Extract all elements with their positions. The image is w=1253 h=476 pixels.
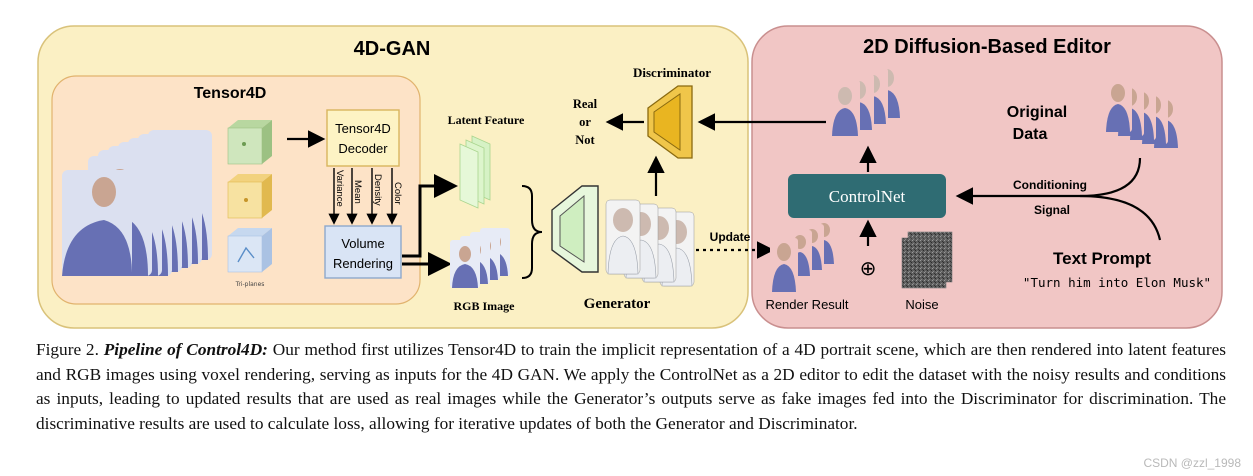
triplane-cube-green [227,120,272,165]
volume-label-line2: Rendering [333,256,393,271]
conditioning-label: Conditioning [1013,178,1087,192]
discriminator-block [647,85,693,159]
discriminator-label: Discriminator [633,65,711,80]
conditioning-curve-bottom [1079,194,1162,241]
noise-image [901,231,953,289]
volume-label-line1: Volume [341,236,384,251]
attr-density-label: Density [372,174,383,206]
volume-rendering-box [324,225,402,279]
text-prompt-value: "Turn him into Elon Musk" [1023,275,1211,290]
figure-caption: Figure 2. Pipeline of Control4D: Our met… [36,338,1226,437]
real-or-not-line1: Real [573,97,598,111]
arrow-to-latent-feature [402,174,458,258]
caption-prefix: Figure 2. [36,340,99,359]
oplus-symbol: ⊕ [860,256,877,280]
controlnet-box [788,174,946,218]
input-frames-stack [62,130,212,276]
decoder-label-line1: Tensor4D [335,121,391,136]
tensor4d-title: Tensor4D [194,85,267,102]
generator-block [551,185,599,273]
attr-variance-label: Variance [334,170,345,207]
real-or-not-line3: Not [575,133,595,147]
update-label: Update [710,230,751,244]
caption-title: Pipeline of Control4D: [103,340,268,359]
edited-output-frames [830,62,902,136]
merge-brace [521,185,543,279]
render-result-frames [770,218,836,292]
noise-label: Noise [905,297,938,312]
triplane-cube-yellow [227,174,272,219]
original-data-line1: Original [1007,104,1067,121]
watermark: CSDN @zzl_1998 [1143,456,1241,470]
signal-label: Signal [1034,203,1070,217]
latent-feature-label: Latent Feature [448,113,525,127]
editor-panel-title: 2D Diffusion-Based Editor [863,36,1111,58]
generator-label: Generator [584,296,651,312]
caption-body: Our method first utilizes Tensor4D to tr… [36,340,1227,434]
tensor4d-decoder-box [326,109,400,167]
rgb-image-stack [450,228,510,288]
gan-panel-title: 4D-GAN [354,38,431,60]
attr-color-label: Color [392,182,403,205]
triplane-cube-blue [227,228,272,273]
controlnet-label: ControlNet [829,187,906,206]
pipeline-diagram: 4D-GAN 2D Diffusion-Based Editor Tensor4… [37,25,1223,329]
original-data-line2: Data [1013,126,1048,143]
generator-output-frames [605,199,695,287]
real-or-not-line2: or [579,115,591,129]
original-data-frames [1104,78,1180,148]
latent-feature-planes [459,135,491,209]
triplanes-label: Tri-planes [235,281,265,288]
rgb-image-label: RGB Image [454,299,516,313]
render-result-label: Render Result [765,297,848,312]
decoder-label-line2: Decoder [338,141,388,156]
attr-mean-label: Mean [352,180,363,204]
text-prompt-title: Text Prompt [1053,249,1151,268]
